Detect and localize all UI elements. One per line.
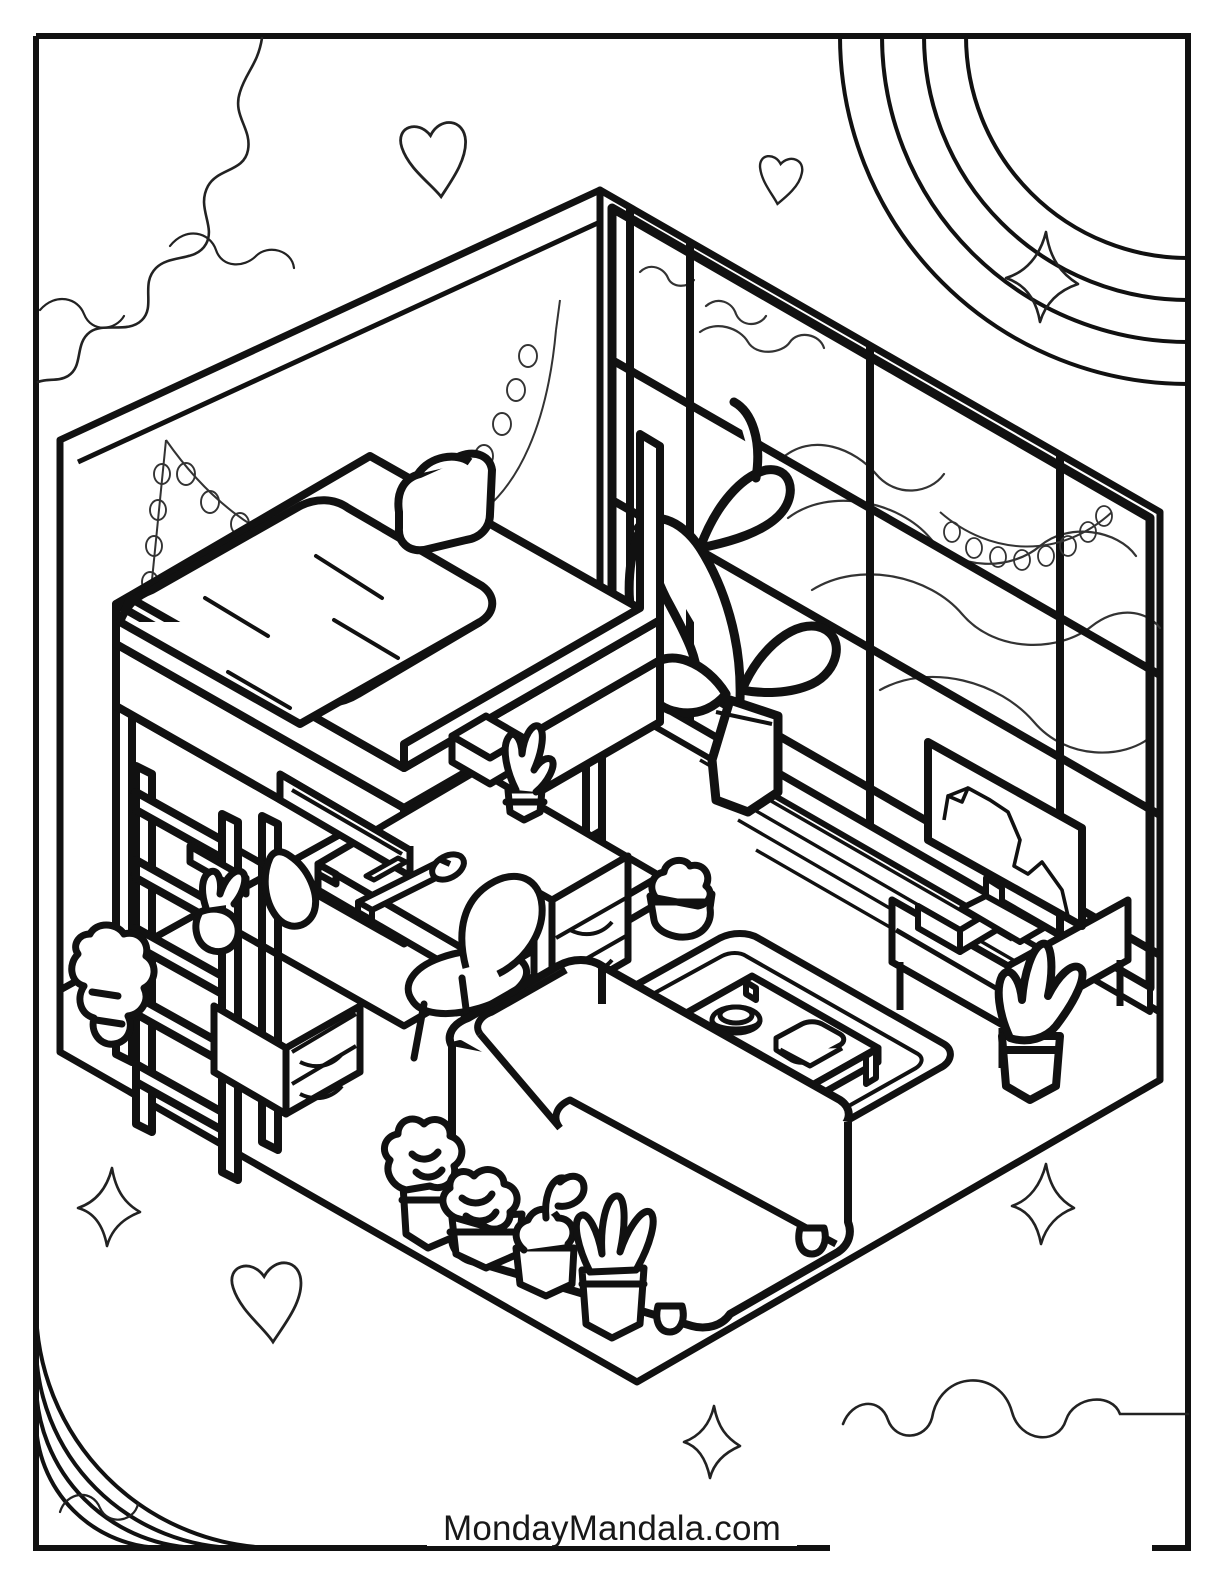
desk-plant — [501, 722, 557, 824]
heart-icon — [230, 1261, 303, 1345]
floor-inner-edge — [58, 1049, 1162, 1385]
desk-chair — [404, 872, 546, 1017]
nightstand-drawer-lines — [290, 1012, 358, 1101]
page-border — [33, 33, 1191, 1551]
floor-plant-left — [68, 921, 158, 1048]
rainbow-arcs-top-right — [838, 35, 1189, 386]
sofa-legs — [653, 1224, 829, 1336]
tv-screen-artwork — [942, 786, 1070, 917]
blanket-folds — [203, 554, 400, 710]
left-wall-inner-line — [76, 219, 602, 465]
hanging-plant — [261, 848, 319, 930]
monitor — [276, 770, 414, 888]
keyboard-extra-key — [363, 855, 409, 883]
table-bowl — [709, 1004, 763, 1036]
four-point-star-icon — [76, 230, 1080, 1480]
table-book — [773, 1019, 847, 1069]
mouse — [429, 851, 467, 883]
string-lights-window — [939, 505, 1113, 571]
bowl-plant — [646, 856, 716, 941]
cloud-bottom-right — [841, 1379, 1190, 1439]
sun-with-rays — [36, 36, 264, 384]
sofa-seat-cushion — [474, 966, 838, 1248]
tv-console-shelf — [894, 927, 1008, 997]
heart-icon — [758, 155, 804, 206]
aloe-plant — [994, 939, 1087, 1104]
tv-stand — [959, 875, 1047, 945]
monstera-pot-highlight — [715, 710, 773, 726]
cloud-line-top-left — [38, 232, 296, 329]
shelf-plant — [192, 867, 249, 955]
plant-cluster — [380, 1115, 657, 1342]
loft-bed-guard-rail — [400, 430, 664, 772]
monitor-screen-line — [290, 788, 404, 856]
loft-bed-blanket — [116, 496, 497, 728]
heart-icon — [399, 121, 467, 200]
cloud-bottom-left — [58, 1493, 140, 1521]
loft-bed-pillow — [394, 449, 496, 555]
rainbow-arcs-bottom-left — [34, 1305, 279, 1550]
